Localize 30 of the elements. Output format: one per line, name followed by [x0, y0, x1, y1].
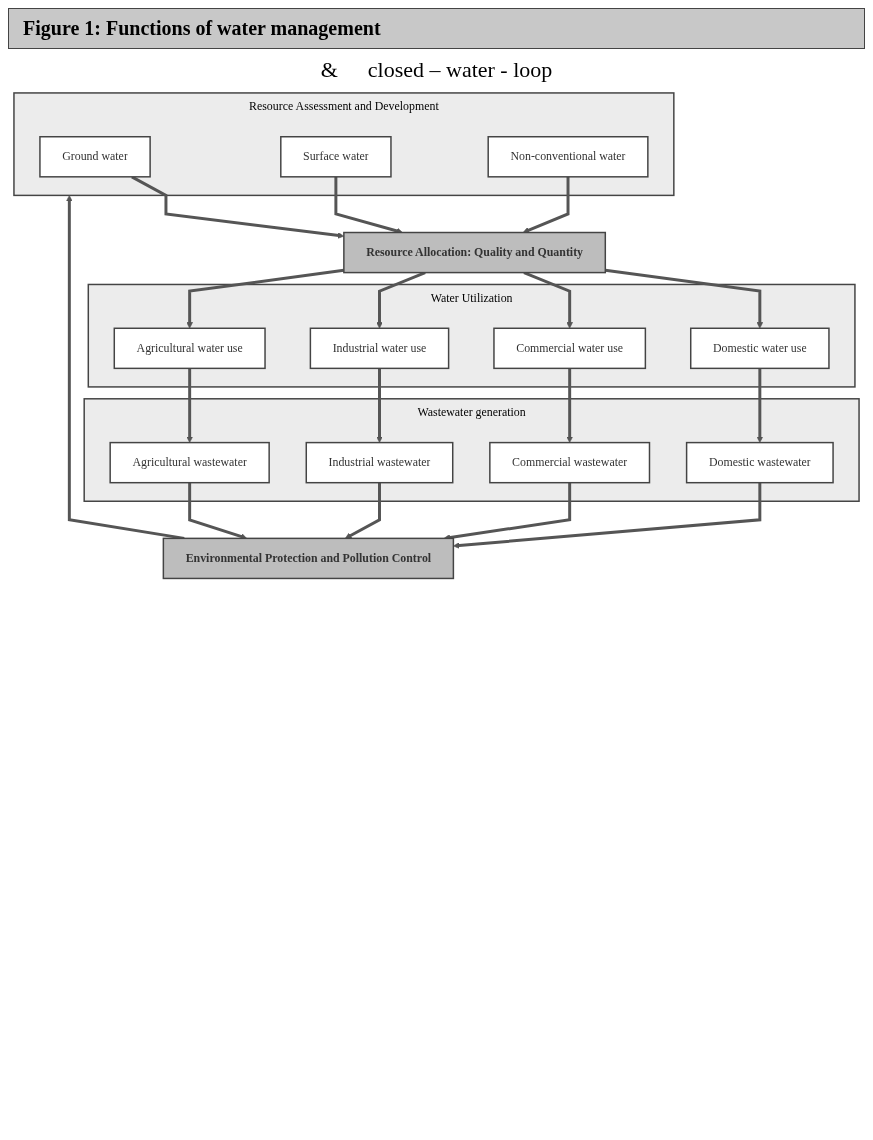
arrow	[756, 368, 764, 443]
node-box: Domestic water use	[690, 327, 830, 370]
arrow	[523, 271, 573, 329]
node-box: Domestic wastewater	[685, 441, 834, 484]
arrow	[376, 368, 383, 443]
node-box: Agricultural water use	[113, 327, 266, 370]
arrow	[566, 368, 573, 443]
node-box: Surface water	[280, 136, 392, 178]
figure-title: Figure 1: Functions of water management	[8, 8, 865, 49]
arrow	[376, 271, 426, 329]
arrow	[186, 368, 193, 443]
node-box: Environmental Protection and Pollution Control	[162, 537, 455, 580]
arrow	[66, 195, 185, 540]
node-box: Commercial wastewater	[489, 441, 651, 484]
arrow	[186, 268, 345, 329]
node-box: Agricultural wastewater	[109, 441, 270, 484]
arrow	[453, 482, 762, 549]
node-box: Resource Allocation: Quality and Quantity	[343, 231, 607, 274]
arrow	[345, 482, 381, 539]
node-box: Non-conventional water	[487, 136, 649, 178]
note-text: &	[320, 57, 338, 83]
node-box: Industrial water use	[309, 327, 450, 370]
arrow	[605, 268, 764, 329]
arrow	[522, 176, 570, 234]
node-box: Ground water	[39, 136, 151, 178]
arrow	[443, 482, 572, 541]
note-text: closed – water - loop	[367, 57, 553, 83]
node-box: Commercial water use	[493, 327, 647, 370]
node-box: Industrial wastewater	[305, 441, 454, 484]
arrow	[188, 482, 248, 540]
